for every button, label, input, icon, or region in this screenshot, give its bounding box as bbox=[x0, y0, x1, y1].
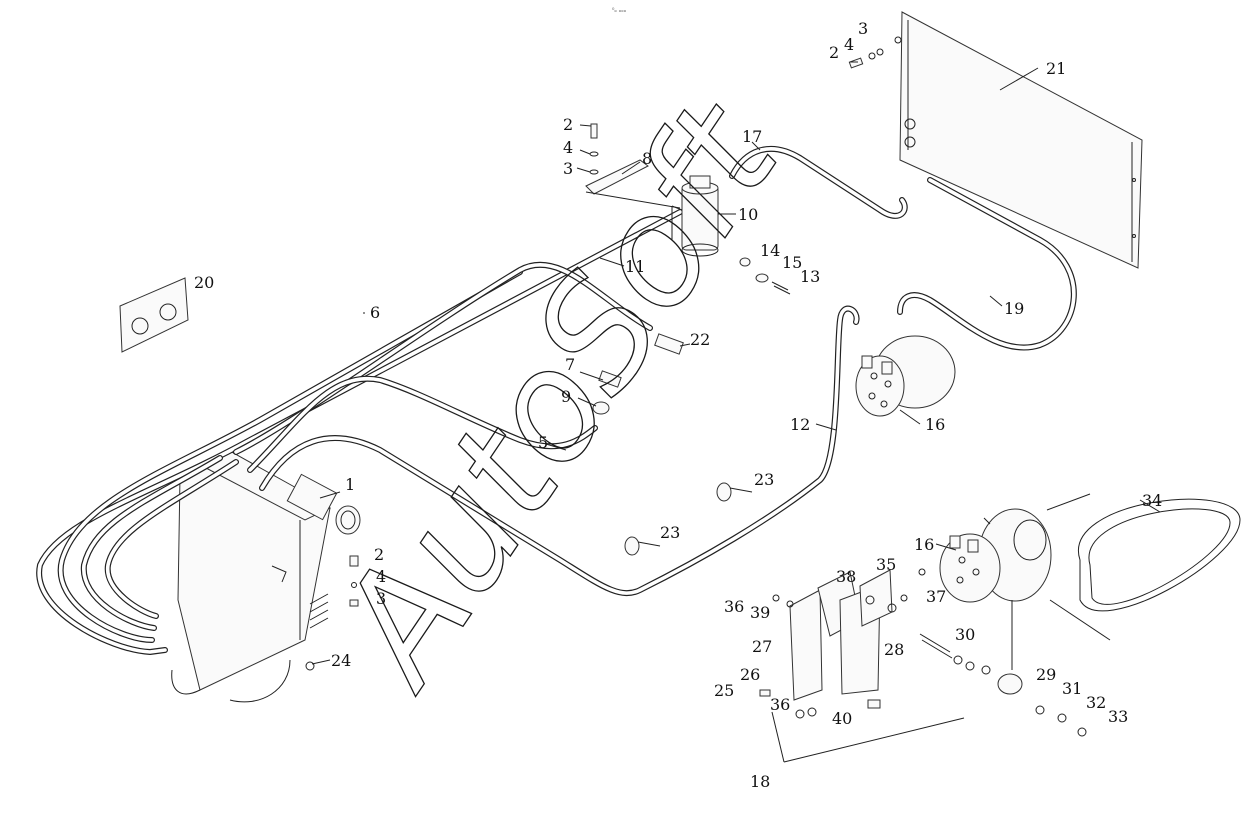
leader-lines bbox=[311, 61, 1161, 665]
callout-22: 22 bbox=[690, 330, 710, 349]
callout-12: 12 bbox=[790, 415, 810, 434]
callout-2-mid: 2 bbox=[563, 115, 573, 134]
compressor-top bbox=[855, 335, 956, 417]
control-panel bbox=[119, 277, 189, 353]
callout-labels: 1 2 2 2 3 3 3 4 4 4 5 6 7 8 9 10 11 12 1… bbox=[194, 19, 1162, 791]
header-mark: ⁰ₒ ₒₒₒ bbox=[612, 7, 627, 14]
callout-13: 13 bbox=[800, 267, 820, 286]
callout-34: 34 bbox=[1142, 491, 1162, 510]
callout-16-top: 16 bbox=[925, 415, 945, 434]
callout-7: 7 bbox=[565, 355, 575, 374]
callout-27: 27 bbox=[752, 637, 772, 656]
callout-35: 35 bbox=[876, 555, 896, 574]
callout-3-mid: 3 bbox=[563, 159, 573, 178]
leader-18 bbox=[771, 711, 965, 763]
condenser bbox=[894, 11, 1143, 269]
bracket-assembly bbox=[759, 568, 1087, 737]
callout-25: 25 bbox=[714, 681, 734, 700]
callout-2-top: 2 bbox=[829, 43, 839, 62]
callout-4-top: 4 bbox=[844, 35, 854, 54]
callout-23-left: 23 bbox=[660, 523, 680, 542]
watermark: AutoSoft bbox=[300, 72, 815, 718]
callout-17: 17 bbox=[742, 127, 762, 146]
callout-1: 1 bbox=[345, 475, 355, 494]
callout-14: 14 bbox=[760, 241, 780, 260]
valves bbox=[624, 482, 753, 556]
callout-10: 10 bbox=[738, 205, 758, 224]
compressor-bottom bbox=[939, 508, 1052, 670]
callout-36-top: 36 bbox=[724, 597, 744, 616]
callout-39: 39 bbox=[750, 603, 770, 622]
bolt-top-right bbox=[848, 48, 884, 69]
fitting-22 bbox=[654, 333, 684, 355]
callout-4-low: 4 bbox=[376, 567, 386, 586]
callout-36-bottom: 36 bbox=[770, 695, 790, 714]
callout-23-right: 23 bbox=[754, 470, 774, 489]
callout-26: 26 bbox=[740, 665, 760, 684]
callout-21: 21 bbox=[1046, 59, 1066, 78]
callout-4-mid: 4 bbox=[563, 138, 573, 157]
callout-20: 20 bbox=[194, 273, 214, 292]
callout-3-low: 3 bbox=[376, 589, 386, 608]
callout-38: 38 bbox=[836, 567, 856, 586]
callout-32: 32 bbox=[1086, 693, 1106, 712]
callout-24: 24 bbox=[331, 651, 351, 670]
receiver-drier bbox=[671, 175, 719, 257]
callout-37: 37 bbox=[926, 587, 946, 606]
callout-28: 28 bbox=[884, 640, 904, 659]
clamp-7-9 bbox=[592, 370, 622, 415]
callout-2-low: 2 bbox=[374, 545, 384, 564]
drive-belt bbox=[1046, 493, 1241, 641]
callout-19: 19 bbox=[1004, 299, 1024, 318]
callout-5: 5 bbox=[538, 433, 548, 452]
callout-31: 31 bbox=[1062, 679, 1082, 698]
callout-11: 11 bbox=[625, 257, 645, 276]
callout-16-bottom: 16 bbox=[914, 535, 934, 554]
callout-18: 18 bbox=[750, 772, 770, 791]
callout-8: 8 bbox=[642, 149, 652, 168]
callout-29: 29 bbox=[1036, 665, 1056, 684]
watermark-text: AutoSoft bbox=[301, 72, 814, 717]
callout-9: 9 bbox=[561, 387, 571, 406]
callout-30: 30 bbox=[955, 625, 975, 644]
callout-33: 33 bbox=[1108, 707, 1128, 726]
callout-3-top: 3 bbox=[858, 19, 868, 38]
callout-40: 40 bbox=[832, 709, 852, 728]
callout-6: 6 bbox=[370, 303, 380, 322]
hoses bbox=[36, 146, 1077, 655]
fitting-13-15 bbox=[739, 257, 791, 295]
callout-15: 15 bbox=[782, 253, 802, 272]
bracket-8 bbox=[585, 123, 681, 209]
